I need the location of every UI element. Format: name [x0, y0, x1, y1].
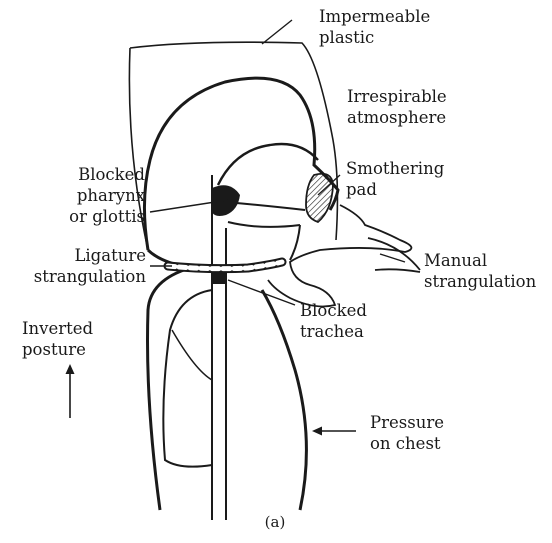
oral-floor [228, 222, 300, 227]
label-line: strangulation [424, 271, 536, 292]
label-line: Manual [424, 250, 536, 271]
trachea-block [212, 272, 226, 284]
inverted-arrowhead [66, 364, 75, 374]
label-blocked-trachea: Blocked trachea [300, 300, 367, 342]
label-line: Impermeable [319, 6, 430, 27]
label-line: Ligature [22, 245, 146, 266]
label-manual-strangulation: Manual strangulation [424, 250, 536, 292]
hand-wrist [368, 238, 420, 272]
lung [163, 290, 212, 467]
panel-label: (a) [255, 512, 295, 533]
leader-trachea [228, 280, 295, 305]
label-line: Blocked [300, 300, 367, 321]
lower-jaw [290, 225, 300, 260]
plastic-bag [129, 42, 337, 250]
label-line: strangulation [22, 266, 146, 287]
smothering-pad [306, 174, 333, 222]
leader-plastic [262, 20, 292, 44]
label-blocked-pharynx: Blocked pharynx or glottis [36, 164, 145, 227]
label-inverted-posture: Inverted posture [22, 318, 93, 360]
label-line: plastic [319, 27, 430, 48]
label-line: atmosphere [347, 107, 447, 128]
label-pressure-on-chest: Pressure on chest [370, 412, 444, 454]
label-line: posture [22, 339, 93, 360]
label-line: or glottis [36, 206, 145, 227]
label-line: pharynx [36, 185, 145, 206]
palate [218, 144, 318, 185]
label-line: Blocked [36, 164, 145, 185]
label-impermeable-plastic: Impermeable plastic [319, 6, 430, 48]
label-line: Inverted [22, 318, 93, 339]
manual-hand [268, 205, 411, 306]
label-line: Pressure [370, 412, 444, 433]
label-line: pad [346, 179, 444, 200]
pressure-arrowhead [312, 427, 322, 436]
lung-fissure [172, 330, 212, 380]
label-irrespirable-atmosphere: Irrespirable atmosphere [347, 86, 447, 128]
label-line: Smothering [346, 158, 444, 179]
label-line: Irrespirable [347, 86, 447, 107]
label-smothering-pad: Smothering pad [346, 158, 444, 200]
label-line: trachea [300, 321, 367, 342]
leader-manual [380, 254, 405, 262]
label-ligature-strangulation: Ligature strangulation [22, 245, 146, 287]
label-line: on chest [370, 433, 444, 454]
